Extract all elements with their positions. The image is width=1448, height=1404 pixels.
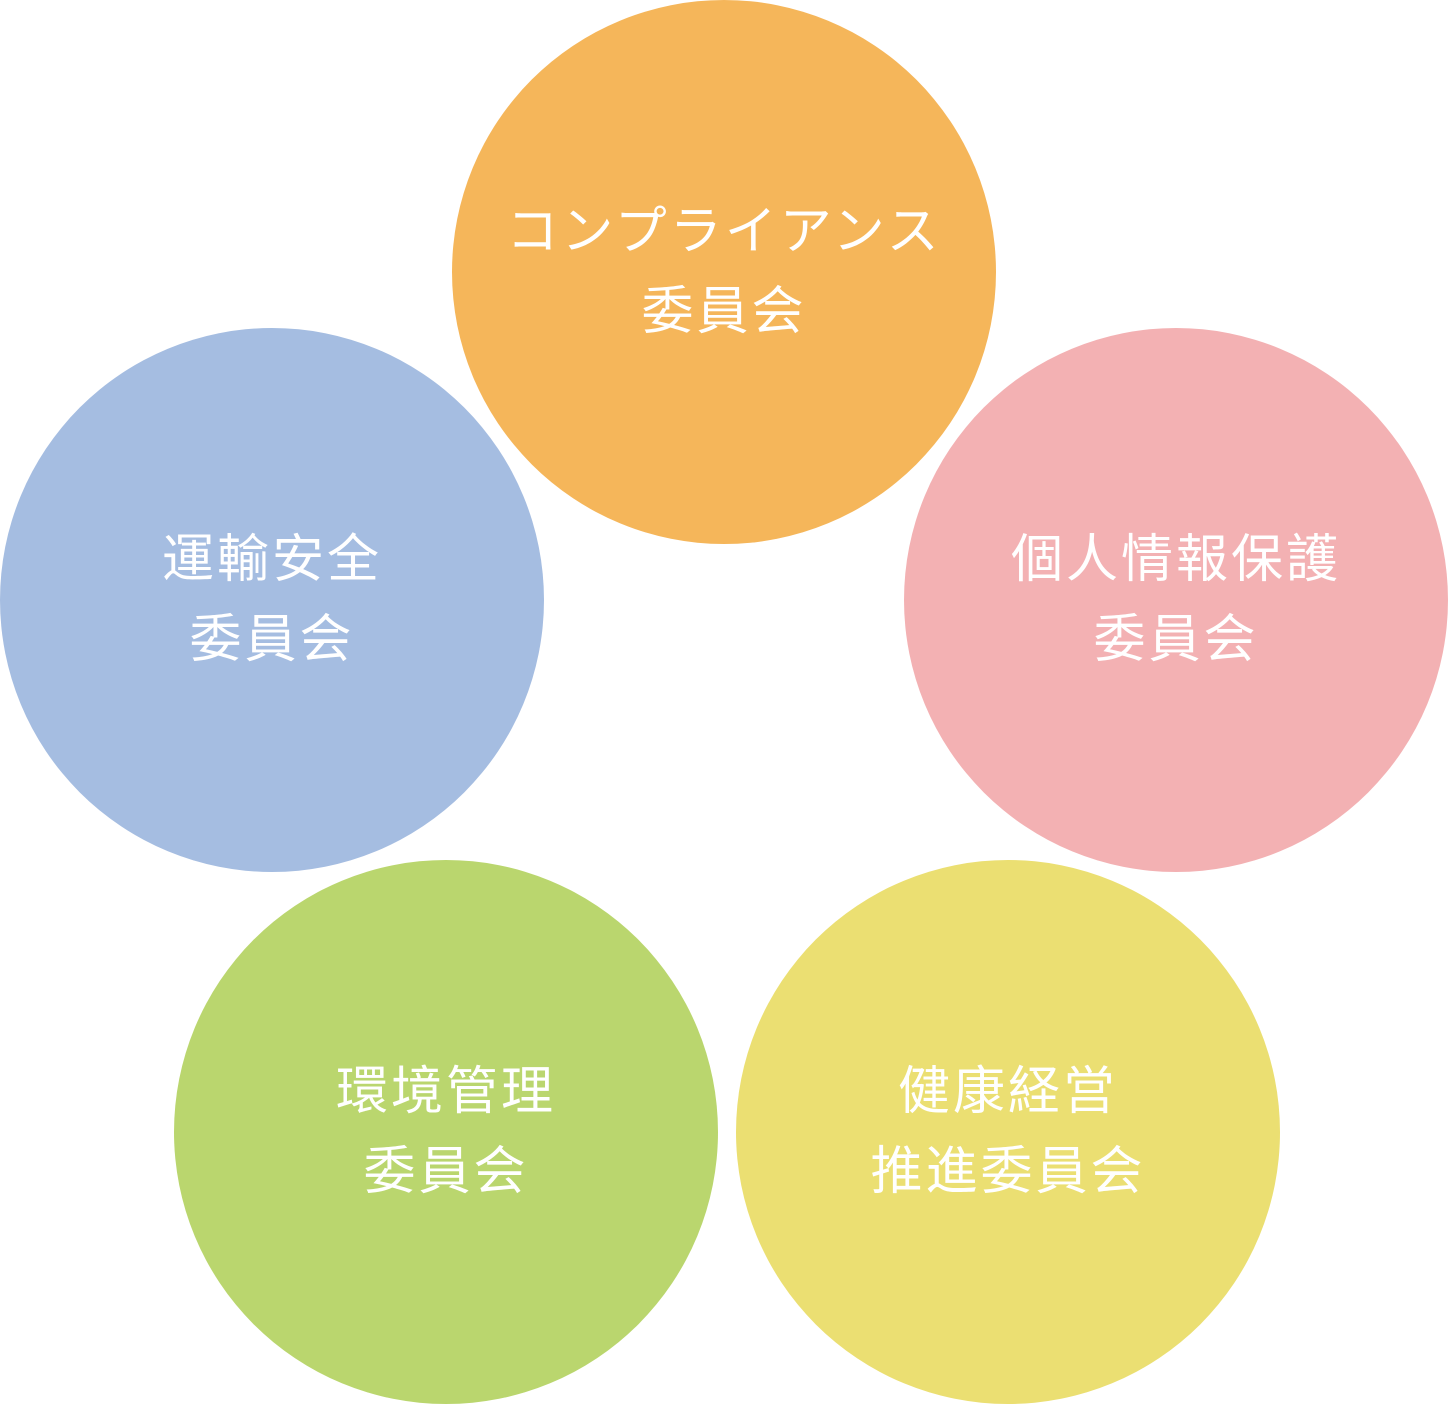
transport-safety-committee-label-line1: 運輸安全: [161, 530, 382, 590]
environment-committee-circle: 環境管理 委員会: [174, 860, 718, 1404]
health-committee-label-line2: 推進委員会: [870, 1142, 1146, 1202]
transport-safety-committee-label-line2: 委員会: [189, 610, 355, 670]
compliance-committee-label-line2: 委員会: [641, 282, 807, 342]
compliance-committee-circle: コンプライアンス 委員会: [452, 0, 996, 544]
privacy-committee-label-line1: 個人情報保護: [1010, 530, 1341, 590]
compliance-committee-label-line1: コンプライアンス: [506, 202, 942, 262]
transport-safety-committee-circle: 運輸安全 委員会: [0, 328, 544, 872]
privacy-committee-label-line2: 委員会: [1093, 610, 1259, 670]
environment-committee-label-line1: 環境管理: [335, 1062, 556, 1122]
privacy-committee-circle: 個人情報保護 委員会: [904, 328, 1448, 872]
environment-committee-label-line2: 委員会: [363, 1142, 529, 1202]
health-committee-label-line1: 健康経営: [897, 1062, 1118, 1122]
health-committee-circle: 健康経営 推進委員会: [736, 860, 1280, 1404]
